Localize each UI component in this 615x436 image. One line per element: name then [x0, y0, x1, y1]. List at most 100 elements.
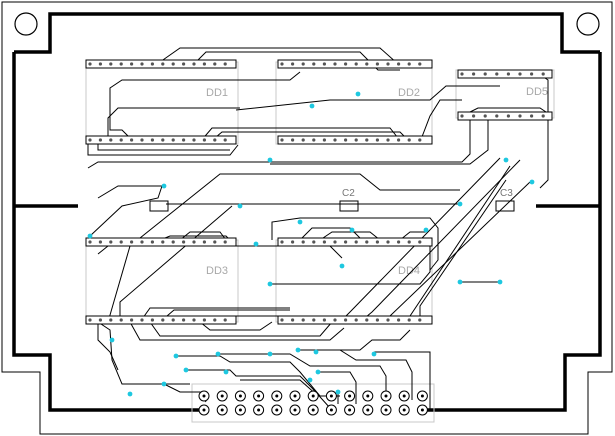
pin-hole [98, 138, 102, 142]
pin-hole [171, 138, 175, 142]
pin-row-dd1-top [85, 59, 237, 69]
pin-hole [472, 72, 476, 76]
pin-hole [192, 318, 196, 322]
chip-label-dd4: DD4 [398, 265, 420, 277]
connector-pin-hole [402, 408, 406, 412]
pin-hole [161, 318, 165, 322]
pin-hole [541, 72, 545, 76]
via [161, 381, 167, 387]
pin-hole [150, 240, 154, 244]
via [161, 183, 167, 189]
connector-pin-hole [311, 408, 315, 412]
connector-pin-hole [366, 408, 370, 412]
pin-hole [202, 318, 206, 322]
pin-hole [386, 240, 390, 244]
pin-hole [333, 318, 337, 322]
connector-pin-hole [238, 408, 242, 412]
pin-hole [161, 62, 165, 66]
pin-hole [171, 318, 175, 322]
pin-hole [312, 318, 316, 322]
pin-hole [119, 62, 123, 66]
connector-pin-hole [384, 394, 388, 398]
pin-row-dd1-bottom [85, 135, 237, 145]
connector-pin-hole [275, 408, 279, 412]
pin-hole [397, 318, 401, 322]
pin-hole [161, 240, 165, 244]
connector-pin-hole [257, 408, 261, 412]
pin-hole [418, 318, 422, 322]
pin-hole [88, 318, 92, 322]
pin-hole [291, 318, 295, 322]
pin-hole [333, 138, 337, 142]
pin-hole [301, 138, 305, 142]
pin-hole [98, 62, 102, 66]
pin-hole [213, 318, 217, 322]
pin-hole [140, 240, 144, 244]
mounting-hole-top-left [14, 12, 38, 36]
pin-hole [119, 318, 123, 322]
pin-hole [354, 138, 358, 142]
housing-edge-right [420, 52, 602, 412]
pin-hole [119, 240, 123, 244]
pin-hole [182, 240, 186, 244]
pin-hole [88, 138, 92, 142]
pin-hole [280, 138, 284, 142]
pin-hole [375, 240, 379, 244]
connector-pin-hole [420, 394, 424, 398]
pin-row-dd3-top [85, 237, 237, 247]
connector-pin-hole [329, 408, 333, 412]
pin-hole [530, 114, 534, 118]
pin-hole [150, 138, 154, 142]
pin-hole [407, 240, 411, 244]
pin-hole [150, 62, 154, 66]
via [315, 369, 321, 375]
connector-pin-hole [220, 408, 224, 412]
via [183, 367, 189, 373]
chip-label-dd1: DD1 [206, 87, 228, 99]
pin-hole [472, 114, 476, 118]
chip-outline-dd1 [85, 61, 239, 145]
via [497, 279, 503, 285]
pin-hole [301, 62, 305, 66]
housing-edge-left [12, 52, 200, 412]
connector-pin-hole [238, 394, 242, 398]
connector-pin-hole [275, 394, 279, 398]
pin-hole [518, 114, 522, 118]
pin-hole [182, 138, 186, 142]
pin-hole [530, 72, 534, 76]
pin-hole [223, 62, 227, 66]
pin-hole [312, 240, 316, 244]
pin-hole [344, 318, 348, 322]
via [173, 353, 179, 359]
pin-hole [301, 318, 305, 322]
chip-label-dd3: DD3 [206, 265, 228, 277]
connector-pin-hole [220, 394, 224, 398]
pin-hole [354, 318, 358, 322]
via [87, 233, 93, 239]
pin-hole [192, 62, 196, 66]
pin-hole [119, 138, 123, 142]
pin-hole [386, 62, 390, 66]
via [307, 377, 313, 383]
connector-outline [191, 383, 435, 423]
pin-hole [397, 138, 401, 142]
pin-hole [506, 114, 510, 118]
chip-label-dd2: DD2 [398, 87, 420, 99]
pin-hole [213, 138, 217, 142]
pin-hole [98, 318, 102, 322]
pin-hole [130, 240, 134, 244]
pin-hole [418, 138, 422, 142]
pin-hole [130, 62, 134, 66]
connector-pin-hole [384, 408, 388, 412]
pin-hole [344, 62, 348, 66]
connector-pin-hole [329, 394, 333, 398]
connector-pin-hole [202, 408, 206, 412]
connector-pin-hole [348, 394, 352, 398]
pin-hole [130, 318, 134, 322]
via [109, 337, 115, 343]
pin-holes [88, 62, 545, 322]
pin-hole [483, 72, 487, 76]
chip-label-dd5: DD5 [526, 86, 548, 98]
pin-hole [541, 114, 545, 118]
pin-hole [140, 62, 144, 66]
